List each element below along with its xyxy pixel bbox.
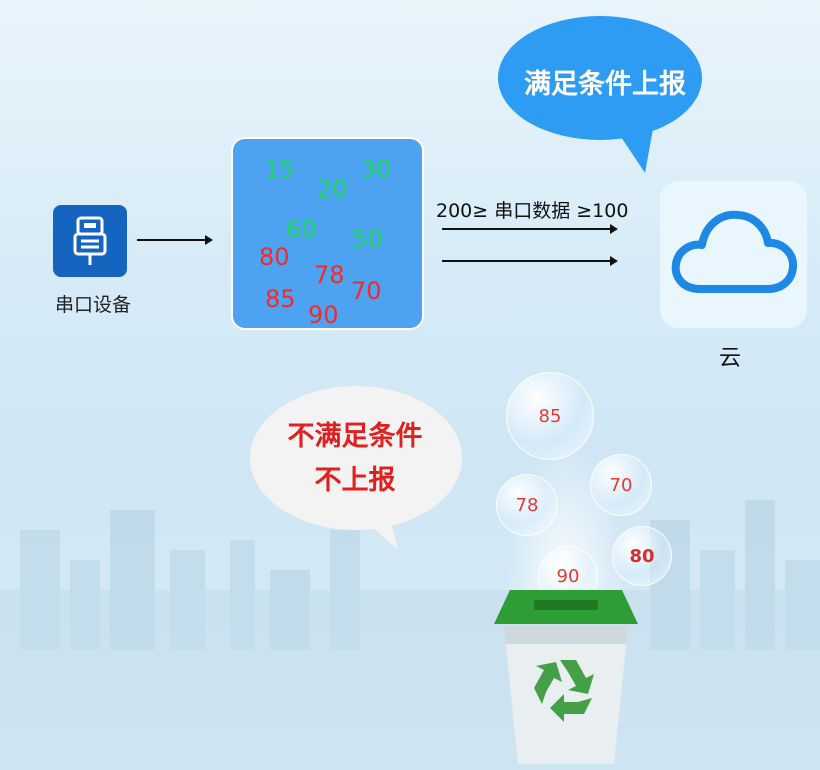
bubble-value: 85	[538, 405, 562, 427]
bubble-value: 78	[515, 494, 539, 516]
report-callout-text: 满足条件上报	[524, 69, 686, 100]
data-value: 50	[352, 225, 383, 253]
serial-data-box: 15 30 20 60 50 80 78 70 85 90	[231, 137, 424, 330]
data-value: 15	[264, 155, 295, 183]
cloud-label: 云	[718, 346, 741, 371]
bubble-value: 80	[629, 545, 655, 567]
data-value: 60	[286, 215, 317, 243]
data-value: 20	[317, 175, 348, 203]
no-report-callout-text: 不满足条件 不上报	[255, 415, 455, 503]
data-value: 90	[308, 301, 339, 329]
no-report-callout	[250, 386, 462, 550]
bubble-value: 90	[556, 565, 580, 587]
arrows-to-cloud	[442, 224, 618, 266]
arrow-to-data	[137, 235, 213, 245]
cloud-box	[660, 181, 807, 328]
report-callout	[498, 16, 702, 173]
data-value: 80	[259, 243, 290, 271]
no-report-line-1: 不满足条件	[287, 421, 423, 452]
city-skyline-background	[0, 500, 820, 770]
serial-port-icon	[73, 216, 107, 265]
data-value: 30	[361, 155, 392, 183]
cloud-icon	[671, 210, 797, 293]
serial-device-label: 串口设备	[54, 294, 131, 316]
condition-label: 200≥ 串口数据 ≥100	[436, 200, 629, 222]
recycle-icon	[534, 660, 594, 722]
trash-bin	[494, 590, 638, 764]
data-value: 70	[351, 277, 382, 305]
floating-bubble: 70	[590, 454, 652, 516]
floating-bubble: 80	[612, 526, 672, 586]
data-value: 85	[265, 285, 296, 313]
floating-bubble: 78	[496, 474, 558, 536]
bubble-value: 70	[609, 474, 633, 496]
serial-device-box	[53, 205, 127, 277]
no-report-line-2: 不上报	[314, 465, 396, 496]
data-value: 78	[314, 261, 345, 289]
floating-bubble: 85	[506, 372, 594, 460]
